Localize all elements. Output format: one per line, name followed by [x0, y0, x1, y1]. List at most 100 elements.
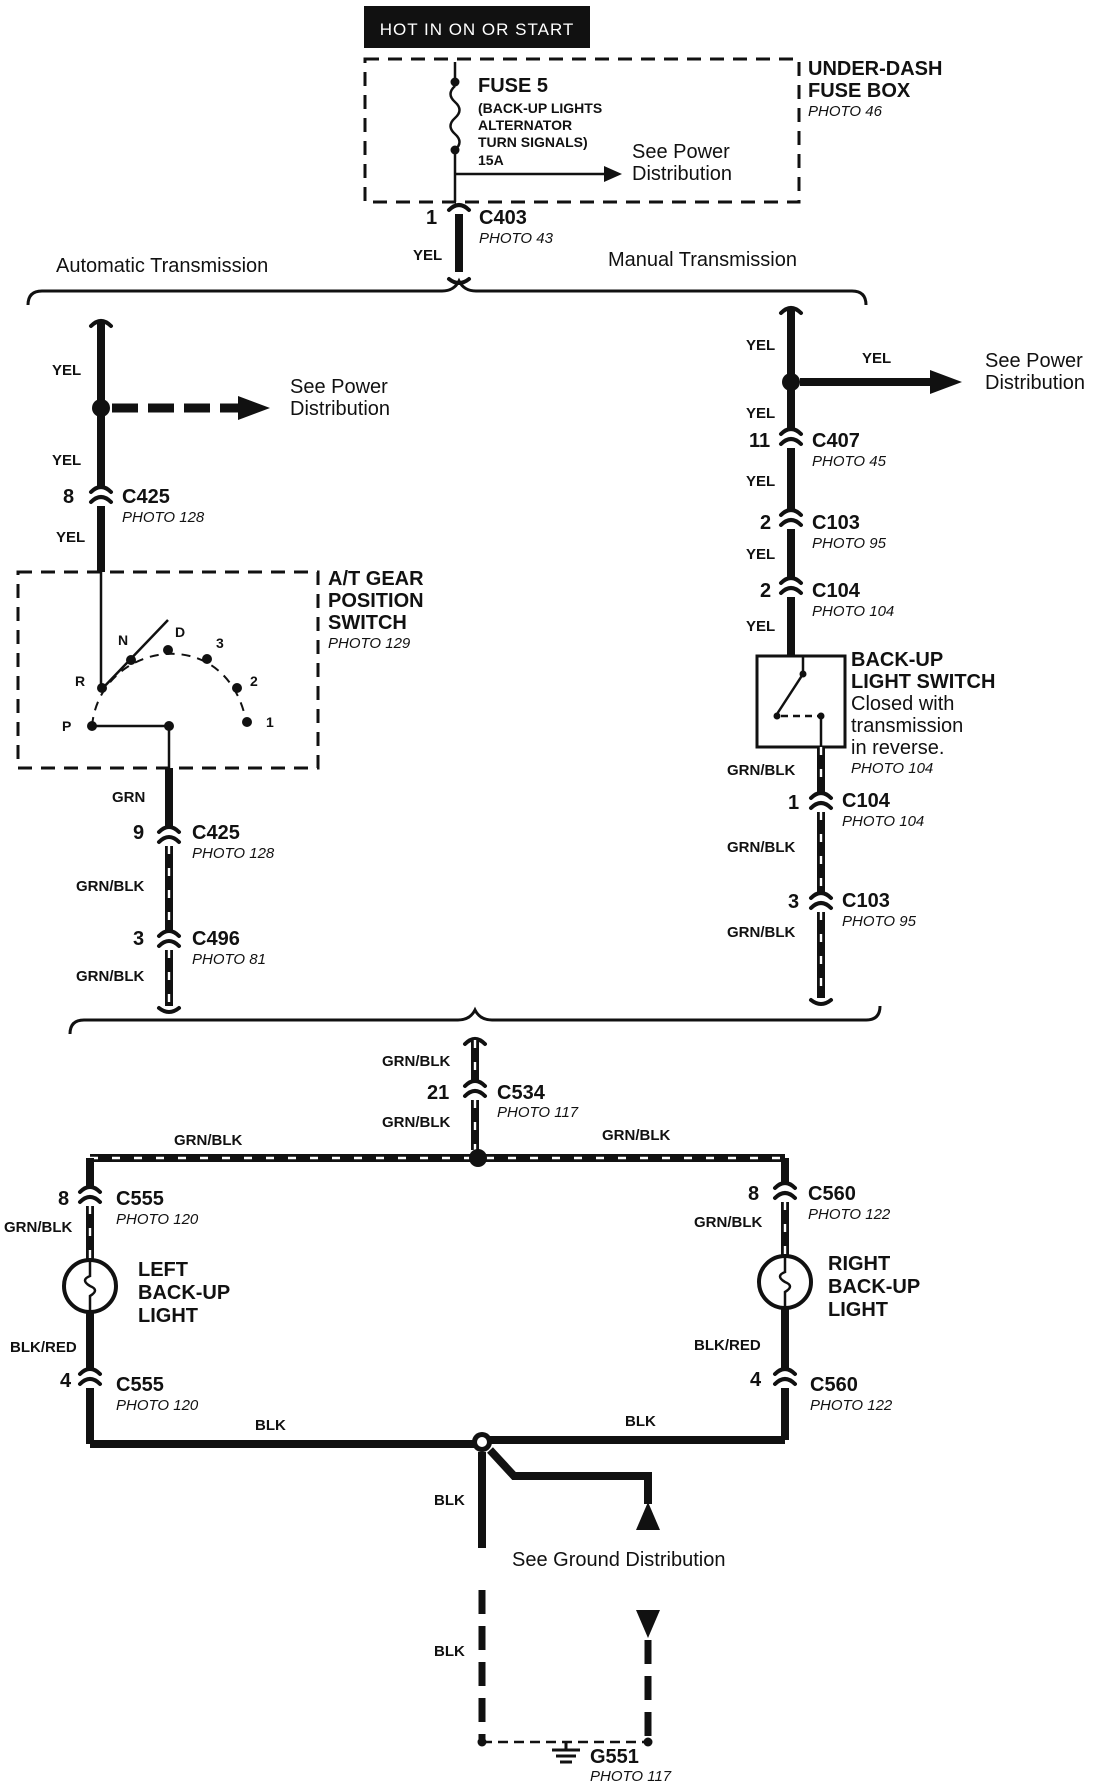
fuse-power-text-1: See Power	[632, 141, 730, 163]
manual-power-text-1: See Power	[985, 350, 1083, 372]
ground-name: G551	[590, 1746, 639, 1768]
auto-power-text-1: See Power	[290, 376, 388, 398]
c496-pin: 3	[133, 928, 144, 950]
left-light-return-color: BLK/RED	[10, 1339, 77, 1356]
right-backup-light-circuit: 8 C560 PHOTO 122 GRN/BLK RIGHT BACK-UP L…	[694, 1181, 920, 1440]
c425-top-name: C425	[122, 486, 170, 508]
c103-bottom-pin: 3	[788, 891, 799, 913]
c403-connector-icon	[447, 203, 471, 212]
c555-bottom-name: C555	[116, 1374, 164, 1396]
c104-top-pin: 2	[760, 580, 771, 602]
auto-wire-color-3: YEL	[56, 529, 85, 546]
c103-top-connector-icon	[779, 508, 803, 517]
auto-power-arrow-icon	[238, 396, 270, 420]
manual-wire-color-grnblk-3: GRN/BLK	[727, 924, 795, 941]
auto-power-text-2: Distribution	[290, 398, 390, 420]
fuse-desc-1: (BACK-UP LIGHTS	[478, 100, 602, 116]
backup-switch-pivot	[799, 670, 807, 678]
top-brace: Automatic Transmission Manual Transmissi…	[26, 249, 868, 306]
c560-top-pin: 8	[748, 1183, 759, 1205]
feed-wire: 1 C403 PHOTO 43 YEL	[413, 203, 554, 285]
c555-bottom-connector-icon-2	[78, 1377, 102, 1386]
c555-bottom-pin: 4	[60, 1370, 72, 1392]
ground-main-color-2: BLK	[434, 1643, 465, 1660]
gear-label-2: 2	[250, 673, 258, 689]
c104-top-name: C104	[812, 580, 861, 602]
manual-wire-color-4: YEL	[746, 546, 775, 563]
c403-pin: 1	[426, 207, 437, 229]
c560-bottom-connector-icon-2	[773, 1377, 797, 1386]
gear-label-p: P	[62, 718, 71, 734]
c103-bottom-connector-icon-2	[809, 901, 833, 910]
c560-top-connector-icon	[773, 1181, 797, 1190]
manual-power-text-2: Distribution	[985, 372, 1085, 394]
auto-wire-color-grnblk-1: GRN/BLK	[76, 878, 144, 895]
ground-distribution-branch	[487, 1447, 652, 1504]
c534-pin: 21	[427, 1082, 449, 1104]
ground-link-node-left	[477, 1737, 487, 1747]
fuse-box-title-2: FUSE BOX	[808, 80, 911, 102]
c104-bottom-photo: PHOTO 104	[842, 813, 924, 830]
at-gear-position-switch: A/T GEAR POSITION SWITCH PHOTO 129 P R N…	[16, 568, 424, 770]
c103-top-photo: PHOTO 95	[812, 535, 887, 552]
c407-pin: 11	[749, 430, 770, 452]
fuse-box-outline	[363, 57, 801, 204]
auto-wire-start-icon	[89, 319, 113, 328]
c103-top-pin: 2	[760, 512, 771, 534]
c555-top-photo: PHOTO 120	[116, 1211, 199, 1228]
fuse-power-arrow-icon	[604, 166, 622, 182]
under-dash-fuse-box: UNDER-DASH FUSE BOX PHOTO 46 FUSE 5 (BAC…	[363, 57, 942, 204]
gear-switch-title-2: POSITION	[328, 590, 424, 612]
ground-wire-color-left: BLK	[255, 1417, 286, 1434]
bus-wire-color-right: GRN/BLK	[602, 1127, 670, 1144]
c104-top-photo: PHOTO 104	[812, 603, 894, 620]
hot-label: HOT IN ON OR START	[380, 20, 575, 39]
manual-wire-color-grnblk-2: GRN/BLK	[727, 839, 795, 856]
manual-power-wire-color: YEL	[862, 350, 891, 367]
gear-r-contact	[97, 683, 107, 693]
right-light-return-color: BLK/RED	[694, 1337, 761, 1354]
manual-wire-color-grnblk-1: GRN/BLK	[727, 762, 795, 779]
left-light-title-3: LIGHT	[138, 1305, 198, 1327]
c407-connector-icon	[779, 427, 803, 436]
c425-top-pin: 8	[63, 486, 74, 508]
c104-top-connector-icon	[779, 576, 803, 585]
merge-brace	[68, 1005, 882, 1035]
gear-switch-title-1: A/T GEAR	[328, 568, 424, 590]
common-wire-color-1: GRN/BLK	[382, 1053, 450, 1070]
c104-bottom-name: C104	[842, 790, 891, 812]
c425-bottom-photo: PHOTO 128	[192, 845, 275, 862]
right-light-title-2: BACK-UP	[828, 1276, 920, 1298]
fuse-top-node	[450, 77, 460, 87]
backup-switch-contact-a	[773, 712, 781, 720]
gear-3-contact	[202, 654, 212, 664]
auto-wire-color-2: YEL	[52, 452, 81, 469]
c560-top-photo: PHOTO 122	[808, 1206, 891, 1223]
c425-bottom-pin: 9	[133, 822, 144, 844]
gear-2-contact	[232, 683, 242, 693]
c407-connector-icon-2	[779, 437, 803, 446]
gear-label-1: 1	[266, 714, 274, 730]
fuse-desc-2: ALTERNATOR	[478, 117, 572, 133]
fuse-name: FUSE 5	[478, 75, 548, 97]
ground-distribution-arrow-down-icon	[636, 1610, 660, 1638]
manual-power-arrow-icon	[930, 370, 962, 394]
fuse-rating: 15A	[478, 152, 504, 168]
fuse-icon	[449, 85, 461, 151]
bus-wire-color-left: GRN/BLK	[174, 1132, 242, 1149]
left-light-title-1: LEFT	[138, 1259, 188, 1281]
auto-wire-color-grnblk-2: GRN/BLK	[76, 968, 144, 985]
c425-bottom-connector-icon	[157, 825, 181, 834]
ground-distribution-text: See Ground Distribution	[512, 1549, 725, 1571]
c534-connector-icon-2	[463, 1089, 487, 1098]
c103-top-connector-icon-2	[779, 518, 803, 527]
c103-top-name: C103	[812, 512, 860, 534]
c560-bottom-photo: PHOTO 122	[810, 1397, 893, 1414]
c104-top-connector-icon-2	[779, 586, 803, 595]
gear-label-n: N	[118, 632, 128, 648]
hot-in-on-or-start-banner: HOT IN ON OR START	[364, 6, 590, 48]
manual-branch-lower: GRN/BLK 1 C104 PHOTO 104 GRN/BLK 3 C103 …	[727, 747, 924, 1006]
c560-top-name: C560	[808, 1183, 856, 1205]
c104-bottom-connector-icon-2	[809, 801, 833, 810]
